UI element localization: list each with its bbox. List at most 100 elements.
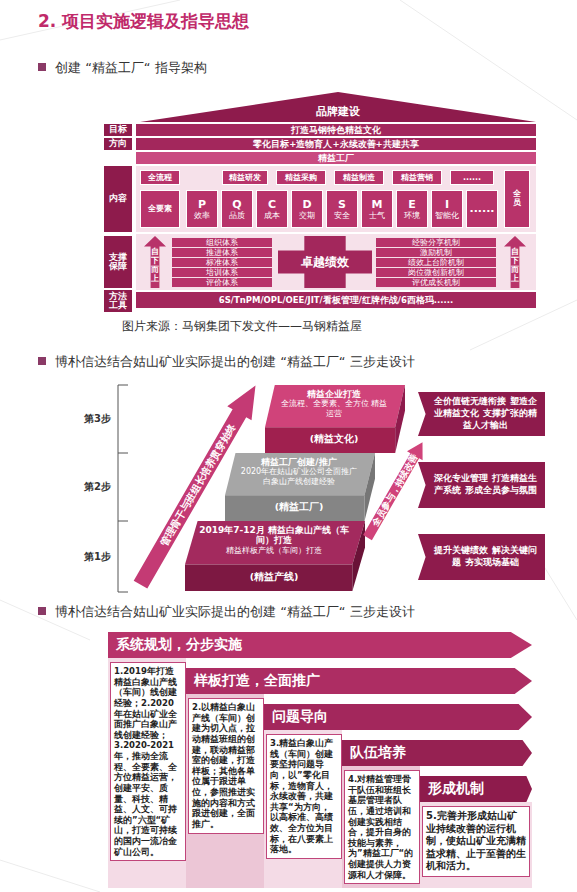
row-label: 目标 [104, 124, 132, 136]
decor-rect [136, 234, 536, 290]
shape-face [342, 740, 532, 766]
node-text: 系统规划，分步实施 [116, 636, 242, 654]
shape-face [185, 564, 352, 591]
node-text: 2020年在姑山矿业公司全面推广白象山产线创建经验 [237, 467, 361, 485]
element-box: D交期 [291, 190, 323, 228]
shape-face [278, 236, 372, 288]
node-text: 全要素 [148, 204, 172, 214]
node-text: 评优成长机制 [412, 279, 460, 287]
node-text: 2.以精益白象山产线（车间）创建为切入点，拉动精益班组的创建，联动精益部室的创建… [192, 702, 260, 830]
node-text: C [268, 198, 276, 211]
node-text: 目标 [109, 125, 127, 134]
node-text: 卓越绩效 [301, 254, 349, 271]
node-text: 自下而上 [151, 248, 159, 283]
step-block: 精益工厂创建/推广2020年在姑山矿业公司全面推广白象山产线创建经验(精益工厂) [225, 453, 375, 521]
system-box: 激励机制 [376, 248, 496, 257]
system-box: 推进体系 [172, 248, 272, 257]
node-text: D [302, 198, 311, 211]
system-box: 标准体系 [172, 258, 272, 267]
shape-face [140, 92, 536, 122]
node-text: 安全 [334, 211, 350, 221]
decor-rect [38, 607, 46, 615]
shape-face [265, 385, 405, 427]
element-box: E环境 [396, 190, 428, 228]
node-text: 全流程 [148, 173, 172, 183]
node-text: 品质 [229, 211, 245, 221]
content-box: ...... [450, 170, 494, 185]
node-text: 3.精益白象山产线（车间）创建要坚持问题导向，以”零化目标，造物育人，永续改善，… [270, 738, 338, 855]
node-text: 5.完善并形成姑山矿业持续改善的运行机制，使姑山矿业充满精益求精、止于至善的生机… [426, 810, 526, 873]
element-box: I智能化 [431, 190, 463, 228]
node-text: I [445, 198, 449, 211]
content-box: 精益研发 [222, 170, 268, 185]
arrow-band: 样板打造，全面推广 [186, 668, 532, 694]
outcome-box: 全价值链无缝衔接 塑造企业精益文化 支撑扩张的精益人才输出 [418, 392, 545, 436]
node-text: 环境 [404, 211, 420, 221]
decor-rect [420, 802, 532, 888]
node-text: P [198, 198, 206, 211]
shape-face [418, 462, 545, 508]
shape-face [418, 534, 545, 580]
arrow-band: 系统规划，分步实施 [108, 632, 532, 658]
system-box: 培训体系 [172, 268, 272, 277]
system-box: 绩效上台阶机制 [376, 258, 496, 267]
node-text: 效率 [194, 211, 210, 221]
decor-rect [136, 166, 536, 232]
node-text: 支撑保障 [105, 253, 131, 272]
node-text: 岗位微创新机制 [408, 269, 464, 277]
shape-face [360, 438, 431, 542]
system-box: 组织体系 [172, 238, 272, 247]
section-heading: 博朴信达结合姑山矿业实际提出的创建 “精益工厂“ 三步走设计 [55, 603, 415, 621]
node-text: 培训体系 [206, 269, 238, 277]
arrow-band: 形成机制 [420, 776, 532, 802]
shape-face [225, 495, 365, 521]
shape-face [144, 236, 166, 288]
figure-caption: 图片来源：马钢集团下发文件——马钢精益屋 [122, 318, 362, 335]
text-box: 3.精益白象山产线（车间）创建要坚持问题导向，以”零化目标，造物育人，永续改善，… [266, 734, 342, 859]
node-text: 方法工具 [105, 292, 131, 311]
node-text: 6S/TnPM/OPL/OEE/JIT/看板管理/红牌作战/6西格玛...... [219, 295, 453, 305]
node-text: 精益研发 [229, 173, 261, 183]
text-box: 1.2019年打造精益白象山产线（车间）线创建经验；2.2020年在姑山矿业全面… [110, 662, 186, 861]
shape-face [420, 776, 532, 802]
row-label: 内容 [104, 166, 132, 232]
node-text: 全价值链无缝衔接 塑造企业精益文化 支撑扩张的精益人才输出 [432, 396, 539, 431]
node-text: (精益产线) [250, 571, 299, 584]
up-arrow: 自下而上 [144, 236, 166, 288]
node-text: 全员 [513, 190, 521, 208]
decor-rect [38, 357, 46, 365]
node-text: 激励机制 [420, 249, 452, 257]
decor-g [118, 385, 128, 592]
node-text: S [338, 198, 346, 211]
node-text: 智能化 [435, 211, 459, 221]
node-text: E [408, 198, 416, 211]
arrow-band: 队伍培养 [342, 740, 532, 766]
step-block: 2019年7-12月 精益白象山产线（车间）打造精益样板产线（车间）打造(精益产… [185, 521, 365, 591]
node-text: 形成机制 [428, 780, 484, 798]
node-text: 全员参与，持续改善 [369, 452, 421, 529]
roof-shape: 品牌建设 [140, 92, 536, 122]
node-text: 零化目标+造物育人+永续改善+共建共享 [253, 139, 418, 149]
node-text: 推进体系 [206, 249, 238, 257]
shape-face [504, 236, 526, 288]
outcome-box: 深化专业管理 打造精益生产系统 形成全员参与氛围 [418, 462, 545, 508]
section-heading: 创建 “精益工厂“ 指导架构 [55, 59, 207, 77]
node-text: 1.2019年打造精益白象山产线（车间）线创建经验；2.2020年在姑山矿业全面… [114, 666, 182, 857]
row-band: 精益工厂 [136, 152, 536, 164]
node-text: 评价体系 [206, 279, 238, 287]
decor-rect [108, 658, 186, 888]
up-arrow: 自下而上 [504, 236, 526, 288]
decor-path [118, 385, 128, 592]
node-text: 内容 [109, 194, 127, 203]
system-box: 经验分享机制 [376, 238, 496, 247]
shape-face [108, 632, 532, 658]
node-text: 精益工厂创建/推广 [261, 457, 336, 467]
node-text: 方向 [109, 139, 127, 148]
node-text: 交期 [299, 211, 315, 221]
step-number: 第1步 [84, 550, 111, 564]
content-box: 精益营销 [392, 170, 442, 185]
shape-face [418, 392, 545, 436]
arrow-band: 问题导向 [264, 704, 532, 730]
node-text: 绩效上台阶机制 [408, 259, 464, 267]
node-text: 品牌建设 [316, 104, 360, 119]
